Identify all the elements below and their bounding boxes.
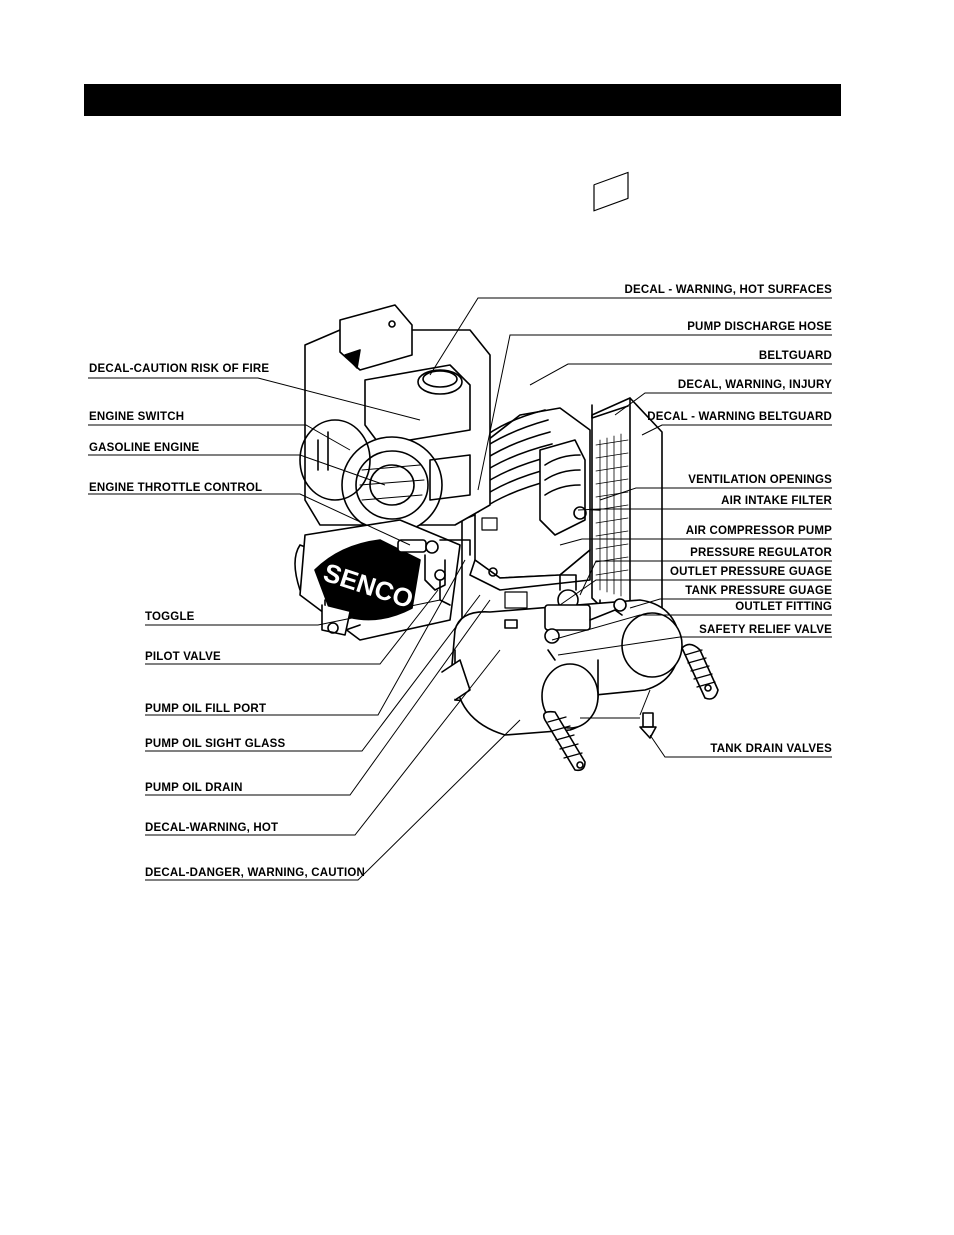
engine-fittings-illustration [397,539,471,591]
label-ventilation-openings: VENTILATION OPENINGS [688,473,832,487]
drain-valve-illustration [639,712,657,739]
label-engine-switch: ENGINE SWITCH [89,410,185,424]
label-gasoline-engine: GASOLINE ENGINE [89,441,200,455]
section-header-bar [84,84,841,116]
label-decal-caution-risk-of-fire: DECAL-CAUTION RISK OF FIRE [89,362,270,376]
label-tank-drain-valves: TANK DRAIN VALVES [710,742,832,756]
air-tanks-illustration [441,599,683,736]
gasoline-engine-illustration [299,304,491,534]
label-decal-warning-beltguard: DECAL - WARNING BELTGUARD [647,410,832,424]
engine-tank-illustration: SENCO [294,519,461,641]
label-air-intake-filter: AIR INTAKE FILTER [721,494,832,508]
label-decal-warning-hot-surfaces: DECAL - WARNING, HOT SURFACES [624,283,832,297]
label-pump-discharge-hose: PUMP DISCHARGE HOSE [687,320,832,334]
label-decal-warning-injury: DECAL, WARNING, INJURY [677,378,832,392]
label-pilot-valve: PILOT VALVE [145,650,221,664]
label-pump-oil-fill-port: PUMP OIL FILL PORT [145,702,267,716]
label-air-compressor-pump: AIR COMPRESSOR PUMP [685,524,832,538]
label-pump-oil-drain: PUMP OIL DRAIN [145,781,243,795]
label-safety-relief-valve: SAFETY RELIEF VALVE [699,623,832,637]
label-outlet-fitting: OUTLET FITTING [735,600,832,614]
label-engine-throttle-control: ENGINE THROTTLE CONTROL [89,481,263,495]
label-pump-oil-sight-glass: PUMP OIL SIGHT GLASS [145,737,286,751]
label-outlet-pressure-guage: OUTLET PRESSURE GUAGE [669,565,832,579]
label-pressure-regulator: PRESSURE REGULATOR [690,546,832,560]
label-toggle: TOGGLE [145,610,195,624]
label-tank-pressure-guage: TANK PRESSURE GUAGE [685,584,832,598]
label-decal-warning-hot: DECAL-WARNING, HOT [145,821,279,835]
feet-illustration [321,604,351,636]
tank-handles-illustration [542,643,719,772]
leader-lines [88,297,832,881]
label-beltguard: BELTGUARD [758,349,832,363]
label-decal-danger-warning-caution: DECAL-DANGER, WARNING, CAUTION [145,866,366,880]
